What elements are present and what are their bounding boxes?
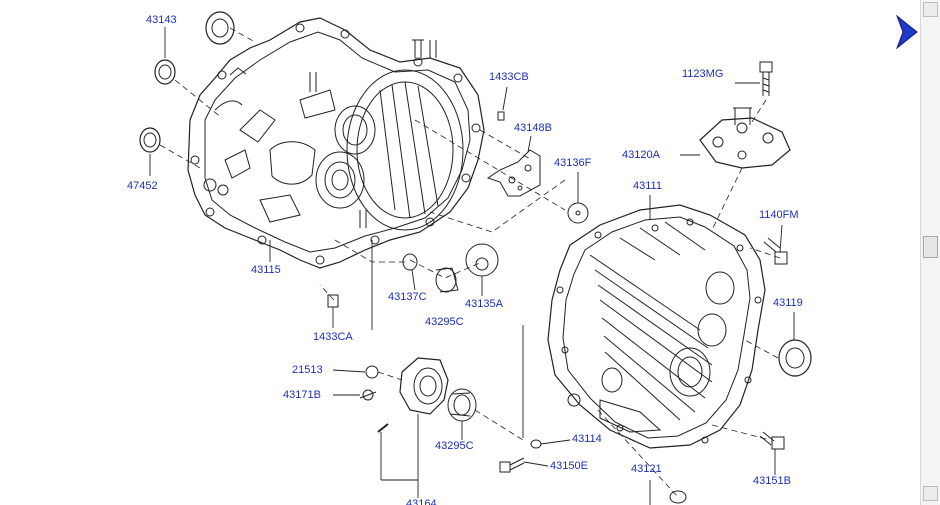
label-43164-partial[interactable]: 43164	[406, 498, 437, 505]
label-43148B[interactable]: 43148B	[514, 122, 552, 134]
scroll-thumb[interactable]	[923, 236, 938, 258]
label-43115[interactable]: 43115	[251, 264, 281, 276]
label-43137C[interactable]: 43137C	[388, 291, 427, 303]
label-43119[interactable]: 43119	[773, 297, 803, 309]
bearing-43295C	[447, 388, 477, 422]
label-43114[interactable]: 43114	[572, 433, 602, 445]
label-43150E[interactable]: 43150E	[550, 460, 588, 472]
label-43295C-bottom[interactable]: 43295C	[435, 440, 474, 452]
part-21513	[365, 365, 379, 379]
label-43136F[interactable]: 43136F	[554, 157, 592, 169]
label-43143[interactable]: 43143	[146, 14, 177, 26]
label-43151B[interactable]: 43151B	[753, 475, 791, 487]
washer-43114	[530, 439, 542, 449]
label-43135A[interactable]: 43135A	[465, 298, 503, 310]
bolt-43150E	[499, 457, 525, 473]
bracket-43120A	[699, 107, 791, 169]
seal-43143	[154, 59, 176, 85]
vertical-scrollbar[interactable]	[920, 0, 940, 505]
label-21513[interactable]: 21513	[292, 364, 323, 376]
assembly-lines	[159, 27, 781, 498]
bracket-43148B	[486, 149, 541, 197]
pin	[377, 423, 389, 433]
washer-43135A	[465, 243, 499, 277]
parts-diagram: 43143 47452 43115 1433CB 43148B 43136F 1…	[127, 11, 919, 505]
seal-47452	[139, 127, 161, 153]
bolt-43151B	[759, 431, 785, 450]
label-1123MG[interactable]: 1123MG	[682, 68, 724, 80]
part-1433CB	[497, 111, 505, 121]
parts-drawing	[139, 11, 812, 505]
clutch-housing-43115	[187, 11, 485, 269]
part-43171B	[362, 389, 374, 401]
label-1433CB[interactable]: 1433CB	[489, 71, 529, 83]
label-43171B[interactable]: 43171B	[283, 389, 321, 401]
label-1433CA[interactable]: 1433CA	[313, 331, 353, 343]
label-43111[interactable]: 43111	[633, 180, 662, 192]
label-43295C-top[interactable]: 43295C	[425, 316, 464, 328]
scroll-down-button[interactable]	[923, 486, 938, 501]
leader-lines	[149, 27, 795, 505]
shim-43136F	[567, 202, 589, 224]
scroll-up-button[interactable]	[923, 2, 938, 17]
next-arrow-icon[interactable]	[895, 14, 919, 50]
bolt-1140FM	[763, 237, 788, 265]
bolt-1123MG	[759, 61, 773, 96]
label-1140FM[interactable]: 1140FM	[759, 209, 799, 221]
transmission-case-43111	[547, 204, 766, 449]
label-47452[interactable]: 47452	[127, 180, 158, 192]
part-43121	[669, 490, 687, 504]
bearing-43137C	[402, 253, 418, 271]
seal-43119	[778, 339, 812, 377]
pin-1433CA	[327, 294, 339, 308]
label-43121[interactable]: 43121	[631, 463, 662, 475]
label-43120A[interactable]: 43120A	[622, 149, 660, 161]
block-part	[399, 357, 449, 415]
